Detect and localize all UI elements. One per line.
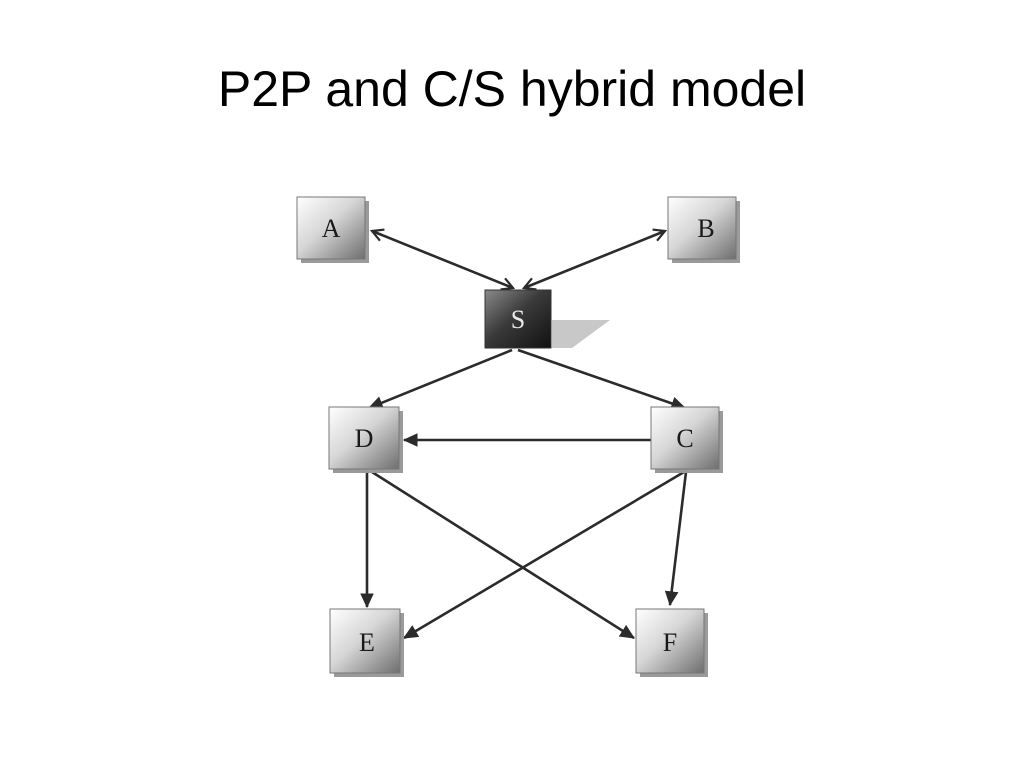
node-f: F [635,608,708,677]
edge-a-s [372,231,513,288]
node-c: C [650,406,723,473]
edge-d-f [371,470,635,640]
node-s: S [484,289,610,349]
node-b-label: B [697,214,714,243]
edge-c-f [664,471,688,607]
node-d-label: D [355,424,374,453]
edge-s-c [517,348,687,410]
edge-c-e [403,470,685,640]
edges [360,231,688,640]
node-d: D [328,406,403,473]
node-s-label: S [511,305,525,334]
node-b: B [667,196,740,263]
server-shadow [552,320,610,348]
node-f-label: F [663,628,677,657]
node-a-label: A [322,214,341,243]
node-a: A [296,196,369,263]
page-title: P2P and C/S hybrid model [217,61,807,117]
node-e: E [329,608,404,677]
node-e-label: E [359,628,375,657]
edge-s-d [367,348,513,410]
node-c-label: C [676,424,693,453]
edge-b-s [524,231,665,288]
